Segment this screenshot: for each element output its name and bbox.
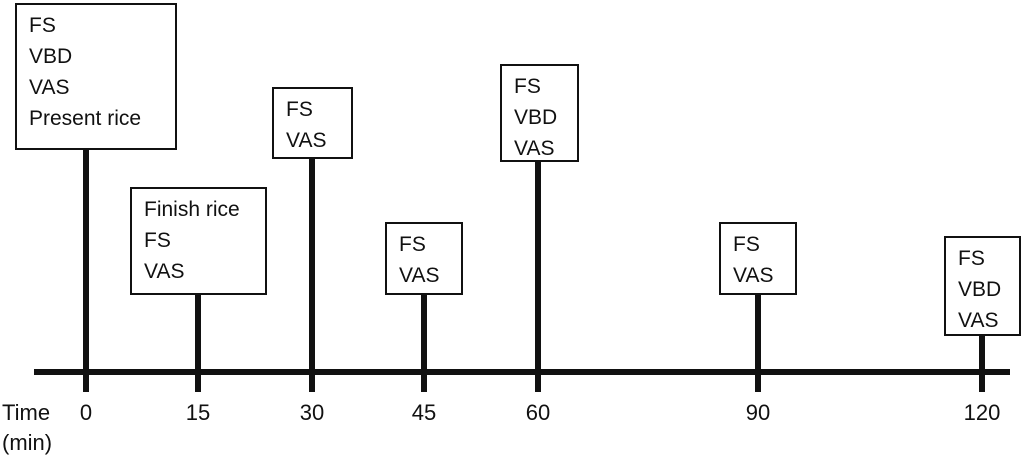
event-box [500,64,579,162]
event-marker-90: FS VAS 90 [719,222,797,425]
event-item-text: Finish rice [144,198,240,221]
event-item-text: VBD [29,45,72,68]
event-marker-60: FS VBD VAS 60 [500,64,579,425]
event-item-text: FS [144,229,171,252]
event-box [272,87,353,159]
event-box [385,222,463,295]
time-tick-label: 15 [186,400,210,425]
event-item-text: VBD [514,106,557,129]
event-box [944,236,1021,336]
event-item-text: Present rice [29,107,141,130]
event-marker-30: FS VAS 30 [272,87,353,425]
time-tick-label: 30 [300,400,324,425]
time-tick-label: 90 [746,400,770,425]
event-item-text: VBD [958,278,1001,301]
axis-title-time: Time [2,400,50,425]
event-item-text: VAS [286,129,326,152]
event-item-text: FS [286,98,313,121]
event-box [719,222,797,295]
event-marker-45: FS VAS 45 [385,222,463,425]
time-tick-label: 45 [412,400,436,425]
event-item-text: VAS [399,264,439,287]
event-item-text: VAS [514,137,554,160]
event-item-text: FS [399,233,426,256]
time-tick-label: 60 [526,400,550,425]
event-box [130,187,267,295]
event-item-text: FS [733,233,760,256]
event-box [15,3,177,150]
event-item-text: FS [958,247,985,270]
event-item-text: FS [29,14,56,37]
time-tick-label: 120 [964,400,1001,425]
event-marker-120: FS VBD VAS 120 [944,236,1021,425]
event-item-text: VAS [144,260,184,283]
event-marker-0: FS VBD VAS Present rice 0 [15,3,177,425]
axis-title-unit: (min) [2,430,52,455]
event-item-text: VAS [733,264,773,287]
time-tick-label: 0 [80,400,92,425]
event-item-text: FS [514,75,541,98]
event-item-text: VAS [958,309,998,332]
event-item-text: VAS [29,76,69,99]
